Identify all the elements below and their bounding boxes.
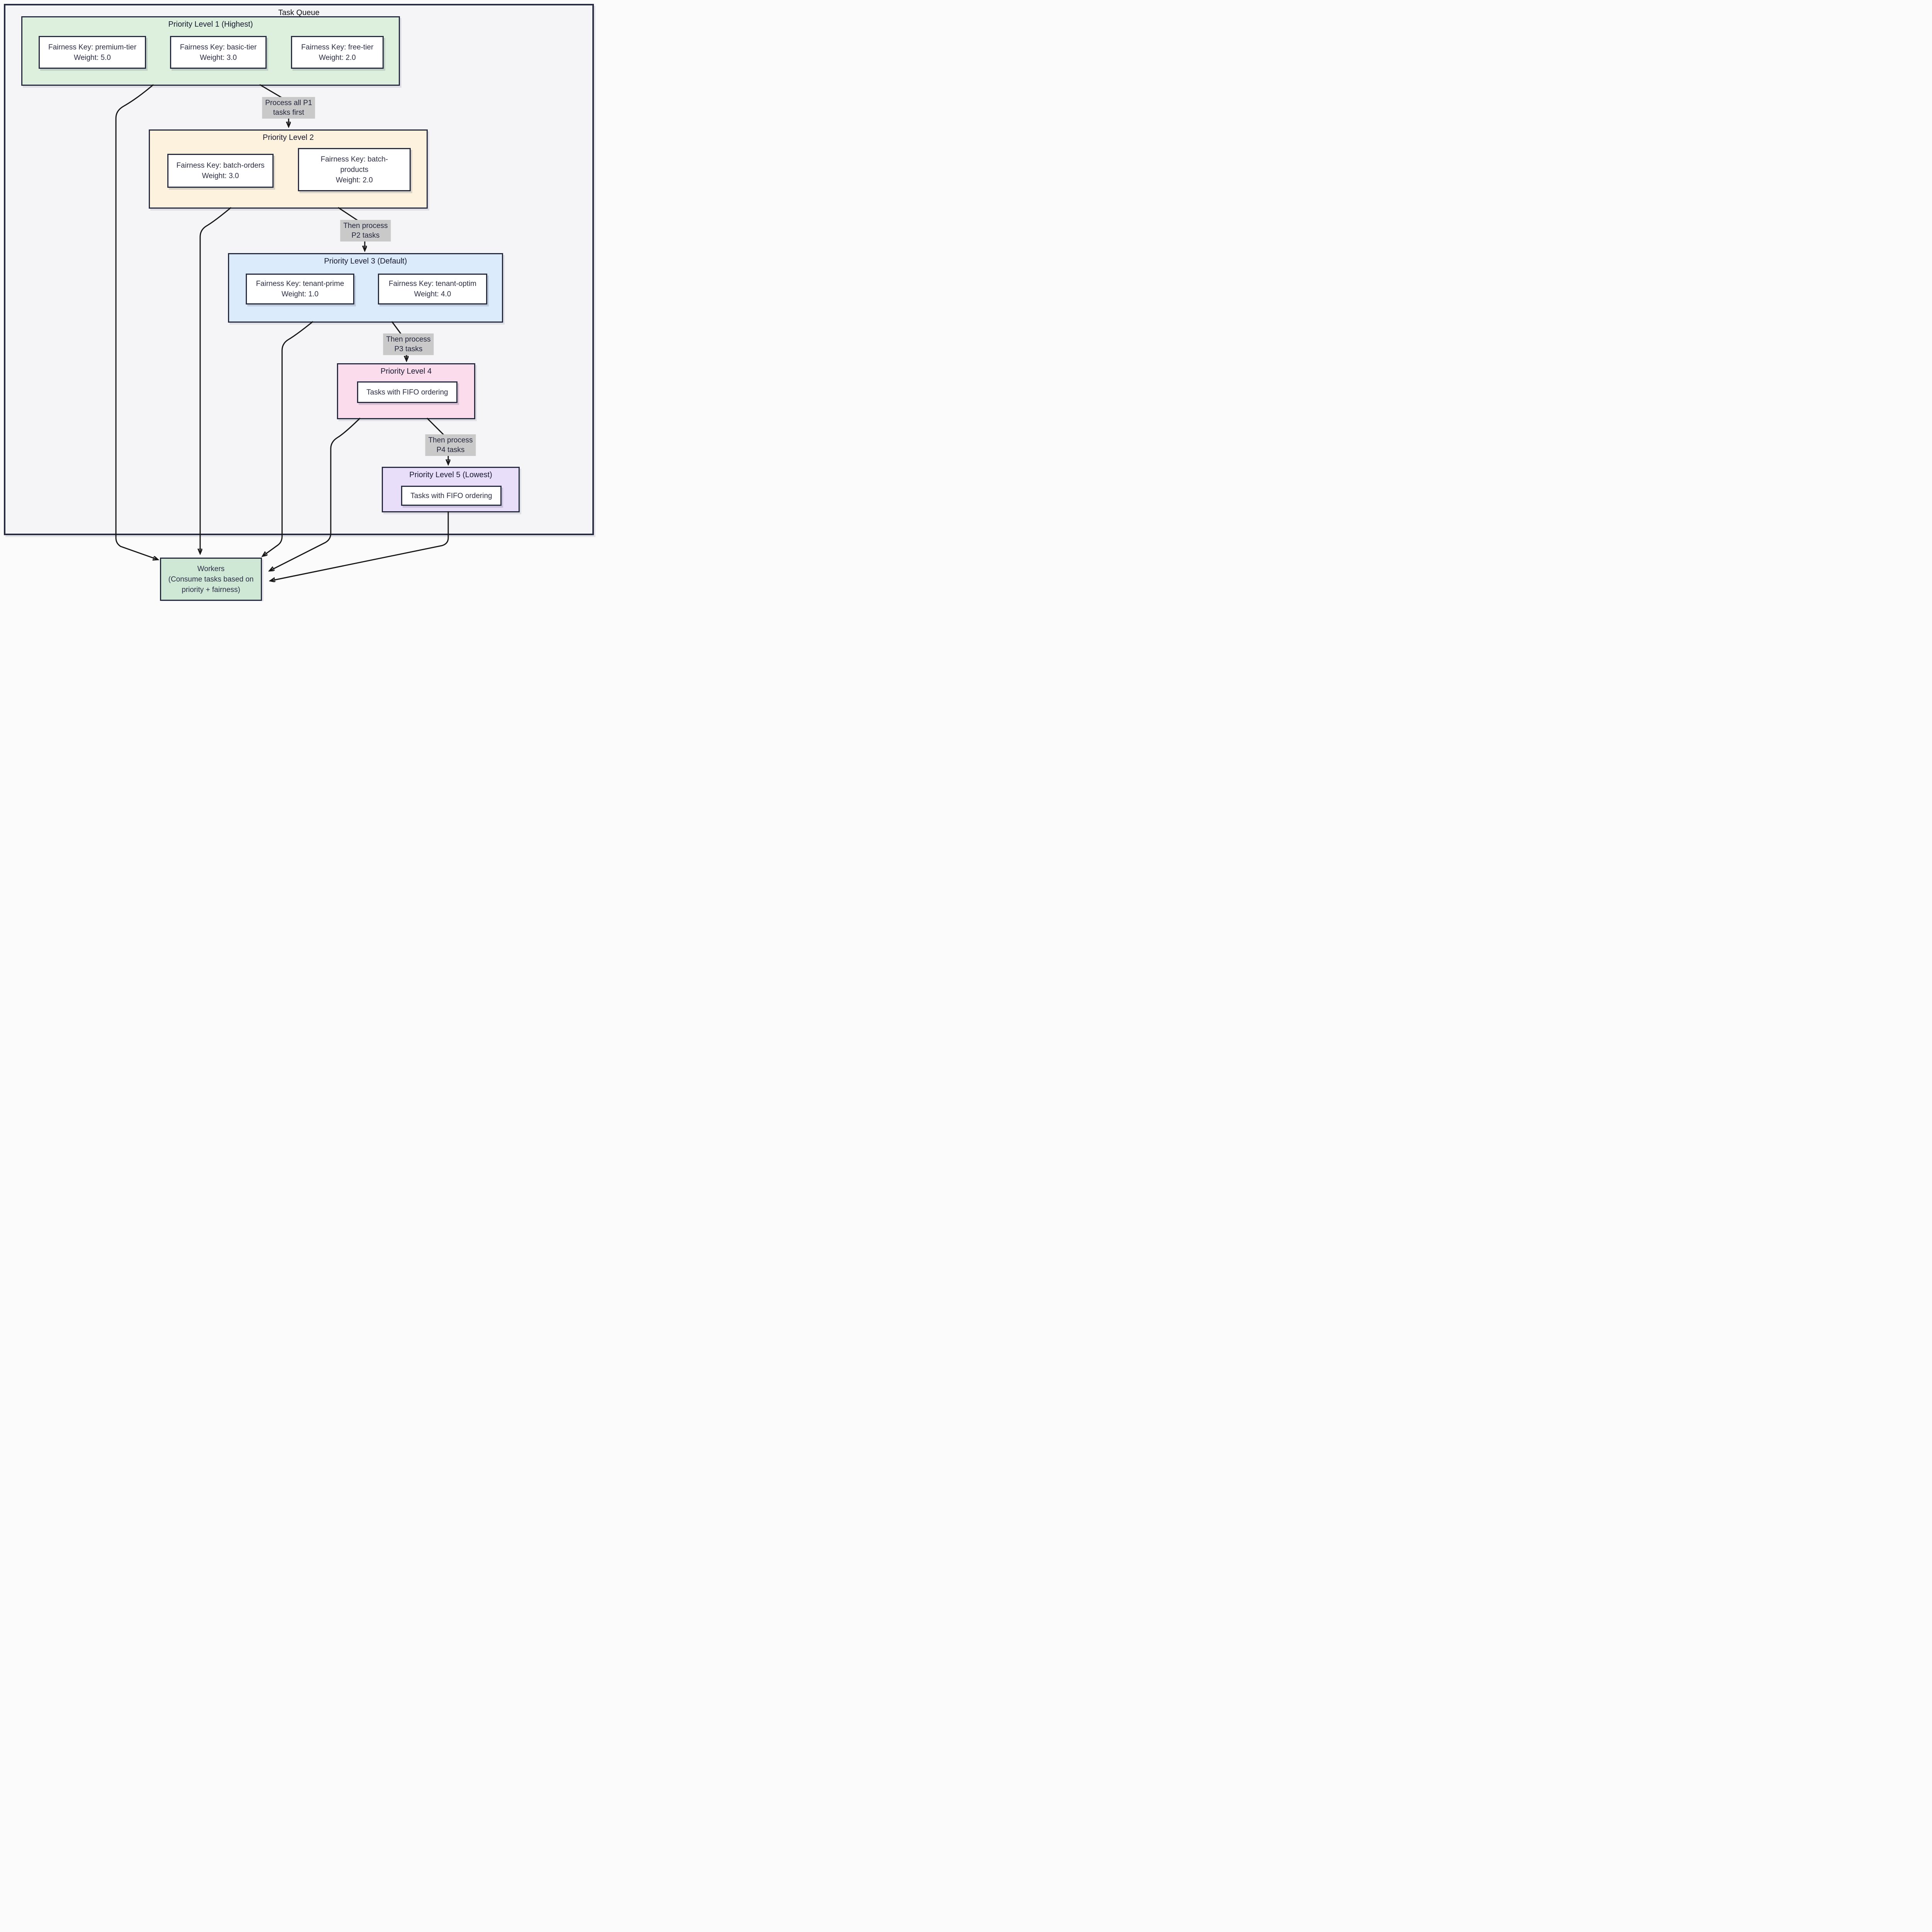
edge-label-line: Then process bbox=[343, 222, 388, 230]
priority-level-2-title: Priority Level 2 bbox=[262, 133, 314, 142]
node-line: Fairness Key: batch- bbox=[320, 155, 388, 163]
node-line: Fairness Key: premium-tier bbox=[48, 43, 137, 51]
workers-line: (Consume tasks based on bbox=[168, 575, 254, 583]
node-free-tier: Fairness Key: free-tier Weight: 2.0 bbox=[291, 36, 384, 69]
edge-label-line: P3 tasks bbox=[394, 345, 423, 353]
node-line: Weight: 1.0 bbox=[281, 290, 319, 298]
node-line: Tasks with FIFO ordering bbox=[410, 492, 492, 500]
priority-level-4-box: Priority Level 4 Tasks with FIFO orderin… bbox=[337, 363, 475, 419]
edge-label-line: Process all P1 bbox=[265, 99, 312, 107]
priority-level-5-box: Priority Level 5 (Lowest) Tasks with FIF… bbox=[382, 467, 520, 512]
task-queue-title: Task Queue bbox=[278, 9, 320, 17]
node-tenant-optim: Fairness Key: tenant-optim Weight: 4.0 bbox=[378, 274, 487, 304]
priority-level-1-title: Priority Level 1 (Highest) bbox=[168, 20, 253, 29]
node-line: Fairness Key: tenant-prime bbox=[256, 280, 344, 288]
edge-label-line: P4 tasks bbox=[436, 446, 465, 454]
edge-label-process-p4: Then process P4 tasks bbox=[425, 434, 476, 456]
node-batch-orders: Fairness Key: batch-orders Weight: 3.0 bbox=[167, 154, 274, 188]
node-line: Weight: 3.0 bbox=[200, 53, 237, 62]
node-batch-products: Fairness Key: batch- products Weight: 2.… bbox=[298, 148, 411, 191]
priority-level-2-box: Priority Level 2 Fairness Key: batch-ord… bbox=[149, 129, 428, 209]
node-line: Fairness Key: free-tier bbox=[301, 43, 374, 51]
edge-label-line: P2 tasks bbox=[351, 231, 380, 240]
edge-label-line: tasks first bbox=[273, 109, 304, 117]
priority-level-1-box: Priority Level 1 (Highest) Fairness Key:… bbox=[21, 16, 400, 86]
priority-level-3-box: Priority Level 3 (Default) Fairness Key:… bbox=[228, 253, 503, 323]
node-fifo-p5: Tasks with FIFO ordering bbox=[401, 486, 502, 506]
node-line: Weight: 2.0 bbox=[336, 176, 373, 184]
priority-level-3-title: Priority Level 3 (Default) bbox=[324, 257, 407, 265]
workers-node: Workers (Consume tasks based on priority… bbox=[160, 558, 262, 601]
node-basic-tier: Fairness Key: basic-tier Weight: 3.0 bbox=[170, 36, 267, 69]
node-premium-tier: Fairness Key: premium-tier Weight: 5.0 bbox=[39, 36, 146, 69]
priority-level-4-title: Priority Level 4 bbox=[380, 367, 432, 376]
node-line: Weight: 5.0 bbox=[74, 53, 111, 62]
edge-label-line: Then process bbox=[428, 436, 473, 444]
edge-label-process-p1: Process all P1 tasks first bbox=[262, 97, 315, 119]
workers-line: Workers bbox=[197, 565, 225, 573]
node-line: products bbox=[340, 165, 369, 174]
node-line: Tasks with FIFO ordering bbox=[366, 388, 448, 396]
priority-level-5-title: Priority Level 5 (Lowest) bbox=[409, 471, 492, 479]
node-line: Fairness Key: batch-orders bbox=[176, 162, 265, 170]
node-tenant-prime: Fairness Key: tenant-prime Weight: 1.0 bbox=[246, 274, 354, 304]
edge-label-process-p2: Then process P2 tasks bbox=[340, 220, 391, 242]
node-line: Weight: 4.0 bbox=[414, 290, 451, 298]
node-line: Weight: 3.0 bbox=[202, 172, 239, 180]
node-line: Fairness Key: tenant-optim bbox=[388, 280, 477, 288]
diagram-canvas: Task Queue Priority Level 1 (Highest) Fa… bbox=[0, 0, 596, 601]
node-line: Fairness Key: basic-tier bbox=[180, 43, 257, 51]
workers-line: priority + fairness) bbox=[182, 585, 240, 594]
edge-label-process-p3: Then process P3 tasks bbox=[383, 333, 434, 355]
edge-label-line: Then process bbox=[386, 335, 431, 344]
node-line: Weight: 2.0 bbox=[319, 53, 356, 62]
node-fifo-p4: Tasks with FIFO ordering bbox=[357, 381, 457, 403]
